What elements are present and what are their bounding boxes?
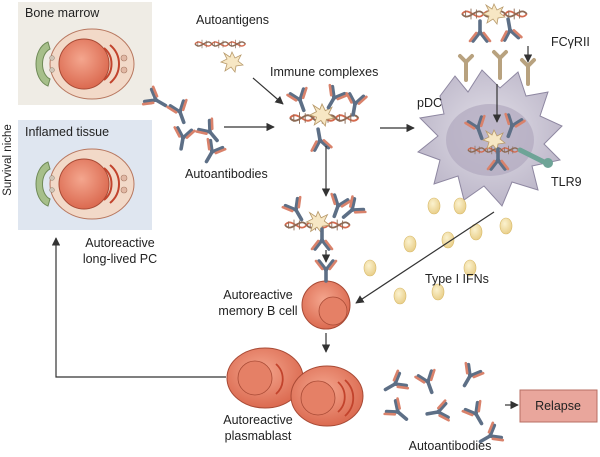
bone-marrow-panel: Bone marrow <box>18 2 152 105</box>
autoreactive-pc-label-line2: long-lived PC <box>83 252 157 266</box>
relapse-label: Relapse <box>535 399 581 413</box>
inflamed-tissue-panel: Inflamed tissue <box>18 120 152 230</box>
fcgr-label: FCγRII <box>551 35 590 49</box>
plasmablast-label-line2: plasmablast <box>225 429 292 443</box>
autoantibody-group-top <box>141 85 227 169</box>
pdc-label: pDC <box>417 96 442 110</box>
survival-niche-label: Survival niche <box>2 124 14 196</box>
plasmablast-cells <box>226 347 364 427</box>
pdc-cell <box>416 69 563 207</box>
autoantibodies-top-label: Autoantibodies <box>185 167 268 181</box>
immune-complex-lower <box>281 192 368 251</box>
autoantigen-dna <box>194 39 247 73</box>
memory-b-cell <box>301 259 351 330</box>
bone-marrow-label: Bone marrow <box>25 6 100 20</box>
type-i-ifns-label: Type I IFNs <box>425 272 489 286</box>
inflamed-tissue-label: Inflamed tissue <box>25 125 109 139</box>
flow-arrows <box>51 46 533 410</box>
stromal-cell <box>35 41 51 87</box>
plasma-cell-bone-marrow <box>49 28 135 100</box>
autoantibodies-bottom-label: Autoantibodies <box>409 439 492 453</box>
autoreactive-pc-label-line1: Autoreactive <box>85 236 155 250</box>
tlr9-receptor <box>517 147 553 168</box>
immune-complexes-label: Immune complexes <box>270 65 378 79</box>
immune-complex-main <box>285 83 369 153</box>
autoantigens-label: Autoantigens <box>196 13 269 27</box>
fcgr-receptors <box>458 50 536 86</box>
relapse-box: Relapse <box>519 389 598 423</box>
memory-b-label-line1: Autoreactive <box>223 288 293 302</box>
tlr9-label: TLR9 <box>551 175 582 189</box>
stromal-cell <box>35 161 51 207</box>
memory-b-label-line2: memory B cell <box>218 304 297 318</box>
ifn-droplets <box>363 197 513 305</box>
immune-complex-top-right <box>461 3 528 43</box>
plasmablast-label-line1: Autoreactive <box>223 413 293 427</box>
autoantibody-group-bottom <box>378 361 505 452</box>
plasma-cell-inflamed-tissue <box>49 148 135 220</box>
